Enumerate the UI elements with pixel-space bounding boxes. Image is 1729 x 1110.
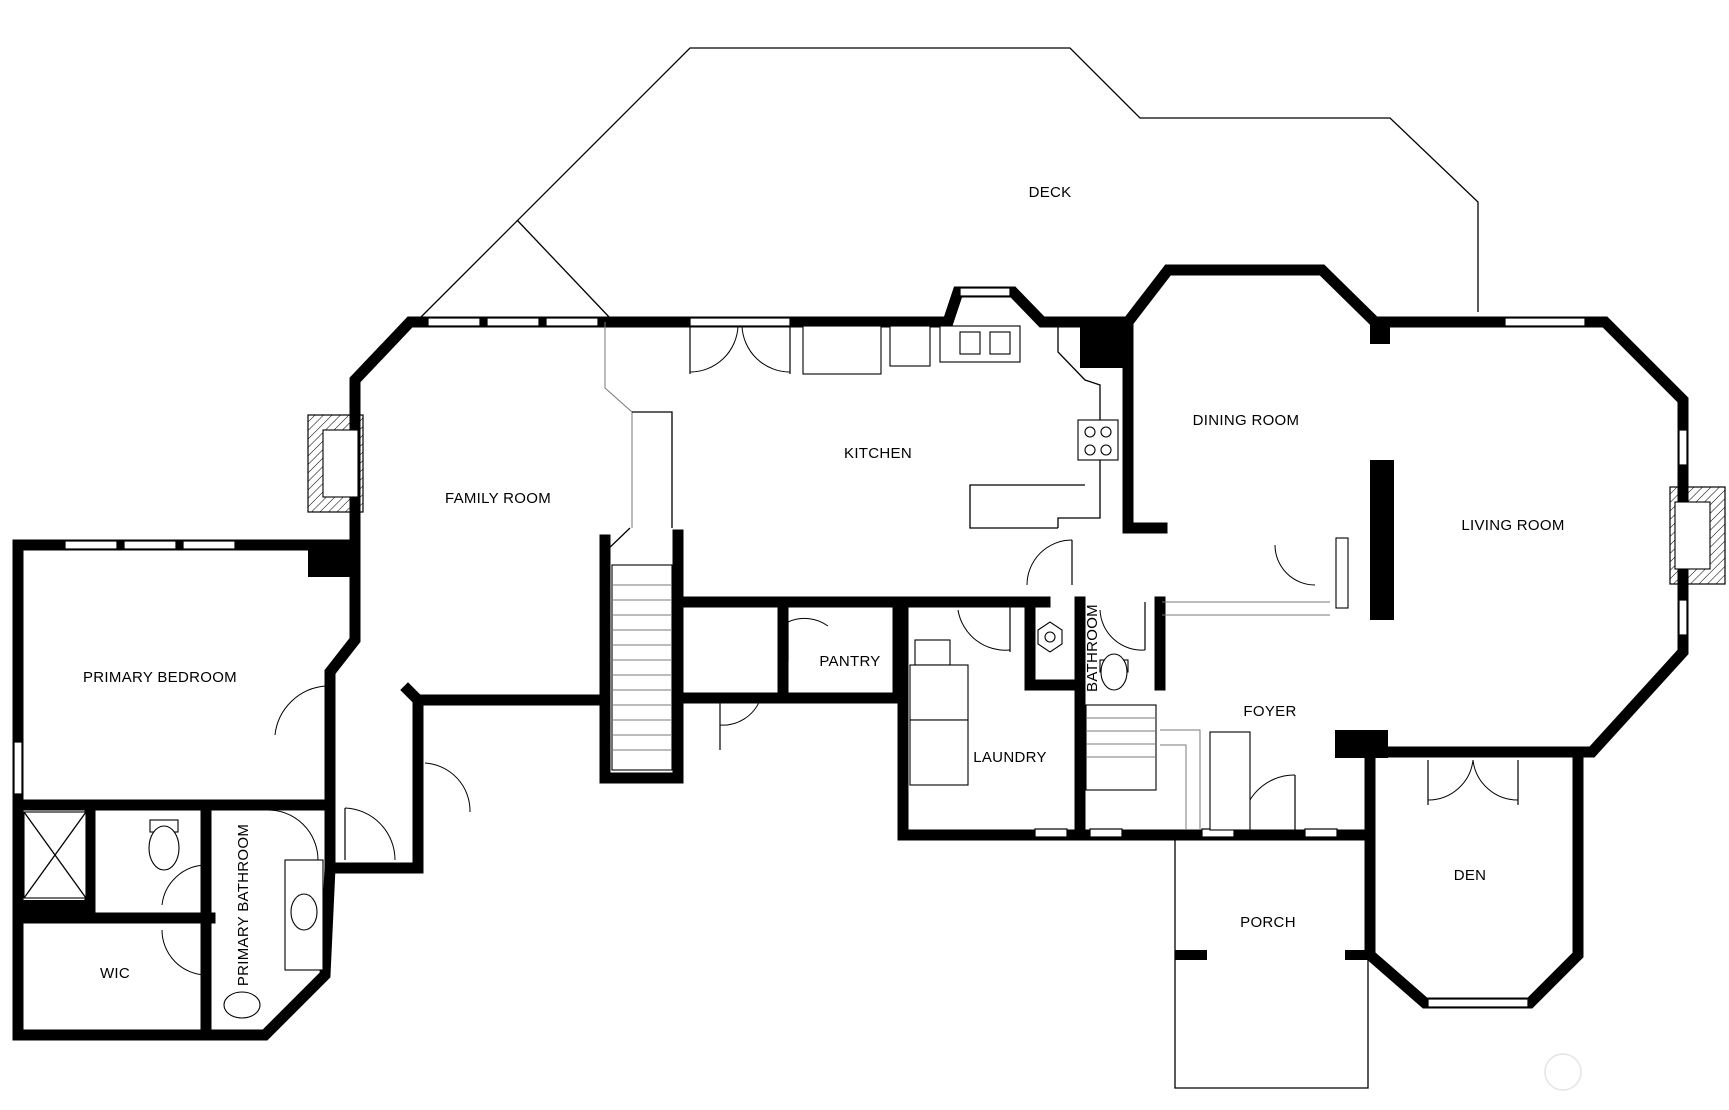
fireplaces — [307, 414, 1726, 585]
room-label-dining-room: DINING ROOM — [1193, 412, 1300, 429]
doors — [161, 537, 1519, 976]
kitchen-fixtures — [604, 317, 1119, 529]
door-icon — [274, 685, 327, 736]
watermark-logo — [1544, 1053, 1582, 1091]
room-label-den: DEN — [1454, 867, 1487, 884]
door-icon — [161, 929, 207, 976]
room-label-primary-bathroom: PRIMARY BATHROOM — [235, 824, 252, 986]
door-icon — [1099, 602, 1146, 651]
room-label-wic: WIC — [100, 965, 130, 982]
deck-outline — [419, 47, 1479, 319]
range-icon — [1077, 419, 1119, 461]
stairs-icon — [604, 411, 1201, 830]
fixtures — [23, 621, 1251, 1019]
sink-icon — [1037, 621, 1063, 653]
toilet-icon — [148, 819, 180, 871]
fireplace-icon — [307, 414, 364, 513]
door-icon — [719, 699, 761, 750]
door-icon — [787, 617, 829, 662]
room-label-pantry: PANTRY — [819, 653, 880, 670]
porch-outline — [1174, 838, 1369, 1089]
room-label-porch: PORCH — [1240, 914, 1296, 931]
door-icon — [957, 602, 1011, 652]
sink-icon — [939, 325, 1021, 363]
door-icon — [1427, 759, 1519, 805]
room-label-kitchen: KITCHEN — [844, 445, 912, 462]
room-label-bathroom: BATHROOM — [1084, 604, 1101, 692]
door-icon — [344, 807, 396, 861]
room-label-laundry: LAUNDRY — [973, 749, 1047, 766]
shower-icon — [23, 811, 87, 899]
toilet-icon — [1099, 653, 1129, 691]
room-label-foyer: FOYER — [1243, 703, 1296, 720]
windows — [13, 267, 1688, 1008]
room-label-living-room: LIVING ROOM — [1461, 517, 1564, 534]
door-icon — [1274, 544, 1316, 586]
sink-icon — [223, 859, 324, 1019]
room-label-primary-bedroom: PRIMARY BEDROOM — [83, 669, 237, 686]
door-icon — [266, 809, 319, 861]
fireplace-icon — [1669, 486, 1726, 585]
door-icon — [1026, 539, 1073, 586]
room-label-family-room: FAMILY ROOM — [445, 490, 551, 507]
window-icon — [427, 317, 481, 327]
door-icon — [421, 762, 471, 813]
door-icon — [161, 862, 207, 906]
room-labels: DECK KITCHEN DINING ROOM FAMILY ROOM LIV… — [83, 184, 1564, 986]
room-label-deck: DECK — [1029, 184, 1072, 201]
